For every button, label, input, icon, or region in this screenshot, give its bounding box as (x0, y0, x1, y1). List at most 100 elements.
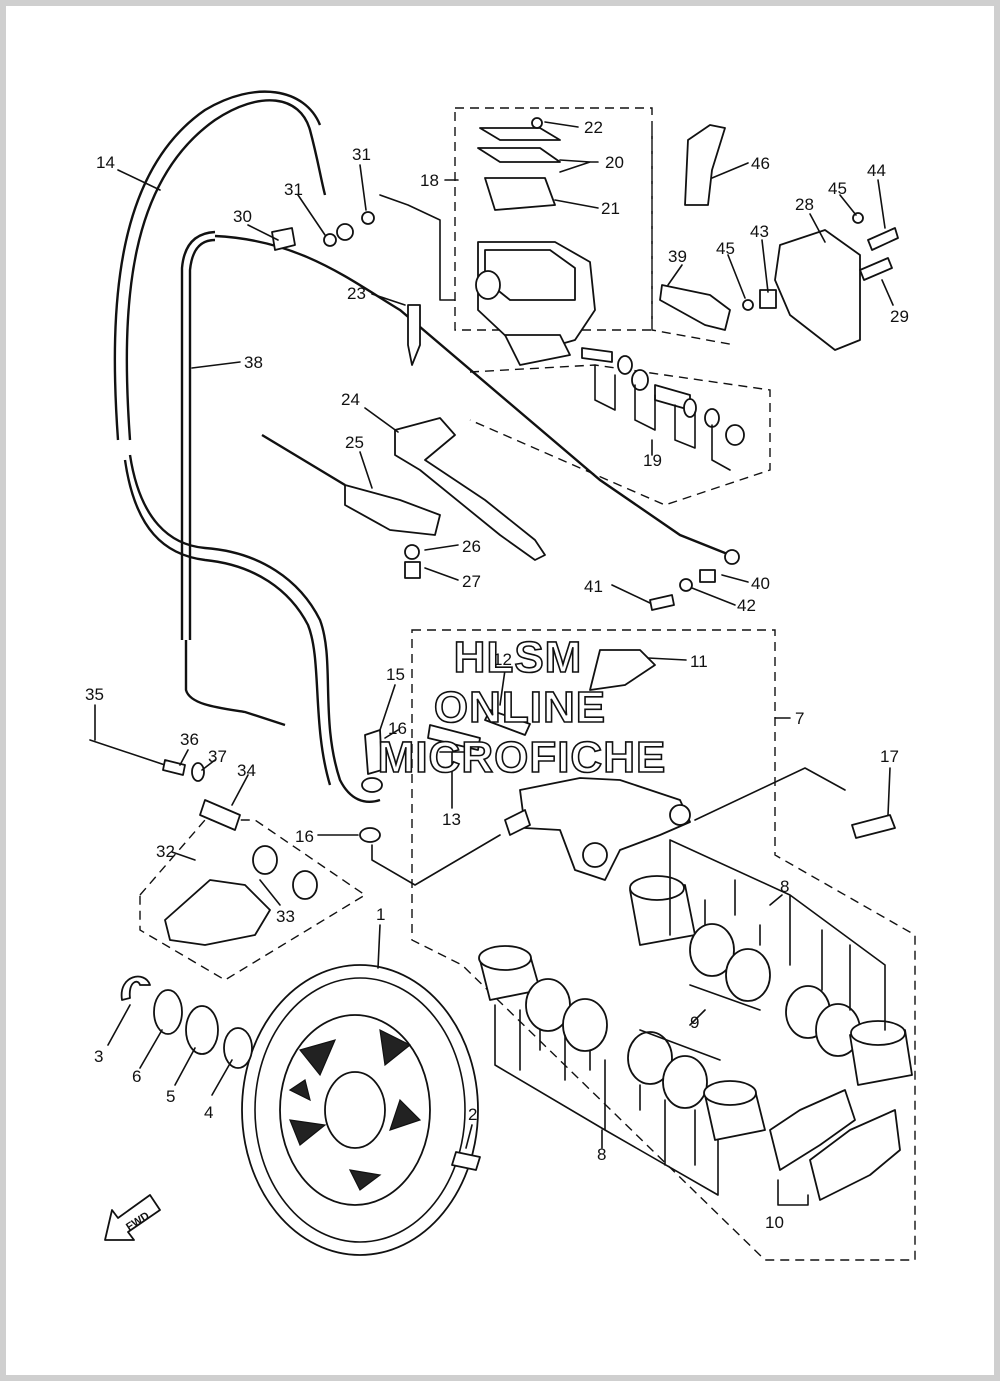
callout-38: 38 (244, 353, 263, 372)
callout-24: 24 (341, 390, 360, 409)
callout-26: 26 (462, 537, 481, 556)
callout-5: 5 (166, 1087, 175, 1106)
watermark-line-3: MICROFICHE (378, 733, 667, 782)
pads-leader (777, 1179, 809, 1206)
bushing-33-a (252, 845, 278, 875)
callout-42: 42 (737, 596, 756, 615)
caliper-body (519, 777, 691, 881)
callout-33: 33 (276, 907, 295, 926)
watermark-line-1: HLSM (454, 633, 583, 682)
key-2 (451, 1151, 481, 1171)
bushing-33-b (292, 870, 318, 900)
callout-16-a: 16 (388, 719, 407, 738)
callout-16-b: 16 (295, 827, 314, 846)
bolt-35 (89, 739, 166, 766)
pin-12 (484, 709, 531, 736)
callout-8-a: 8 (780, 877, 789, 896)
lever-assembly-25 (344, 484, 441, 536)
callout-34: 34 (237, 761, 256, 780)
callout-45-b: 45 (716, 239, 735, 258)
callout-9: 9 (690, 1013, 699, 1032)
washer-16-a (361, 777, 383, 793)
caliper-mount-hole-2 (669, 804, 691, 826)
callout-19: 19 (643, 451, 662, 470)
callout-39: 39 (668, 247, 687, 266)
fasteners-top (271, 211, 899, 611)
callout-4: 4 (204, 1103, 213, 1122)
callout-25: 25 (345, 433, 364, 452)
callout-18: 18 (420, 171, 439, 190)
spring-36 (162, 759, 186, 776)
callout-14: 14 (96, 153, 115, 172)
diaphragm-21 (484, 177, 556, 211)
callout-32: 32 (156, 842, 175, 861)
callout-6: 6 (132, 1067, 141, 1086)
plate-20 (477, 147, 561, 163)
seals-leaders (639, 984, 761, 1061)
callout-31-b: 31 (352, 145, 371, 164)
callout-13: 13 (442, 810, 461, 829)
circlip-3 (120, 975, 151, 1001)
callout-3: 3 (94, 1047, 103, 1066)
leader-lines (94, 121, 894, 1149)
collar-34 (199, 799, 241, 831)
callout-15: 15 (386, 665, 405, 684)
callout-17: 17 (880, 747, 899, 766)
watermark-line-2: ONLINE (434, 683, 606, 732)
callout-45-a: 45 (828, 179, 847, 198)
brake-pad-10-b (809, 1109, 901, 1201)
caliper-mount-hole (582, 842, 608, 868)
brake-disc-1 (241, 964, 479, 1256)
callout-44: 44 (867, 161, 886, 180)
group-box-rear-brake (139, 819, 367, 981)
hose-14-outer (113, 90, 322, 441)
callout-21: 21 (601, 199, 620, 218)
bleed-13 (427, 724, 481, 751)
callout-1: 1 (376, 905, 385, 924)
watermark: HLSM ONLINE MICROFICHE (377, 632, 667, 783)
callout-23: 23 (347, 284, 366, 303)
caliper-pistons (478, 875, 913, 1141)
callout-11: 11 (690, 652, 708, 671)
callout-40: 40 (751, 574, 770, 593)
screw-22 (531, 117, 543, 129)
callout-43: 43 (750, 222, 769, 241)
piston-kit-leaders (594, 364, 731, 471)
piston-kit-19 (581, 347, 745, 446)
callout-37: 37 (208, 747, 227, 766)
callout-20: 20 (605, 153, 624, 172)
fwd-arrow-icon: FWD (104, 1194, 161, 1241)
hose-main-lower (128, 454, 381, 803)
cap-22 (479, 127, 561, 141)
washer-37 (191, 762, 205, 782)
group-box-caliper (411, 629, 916, 1261)
group-box-piston-kit (469, 364, 771, 506)
seal-5 (185, 1005, 219, 1055)
lever-24 (394, 417, 546, 561)
pistons-upper-leaders (669, 839, 886, 1031)
callout-41: 41 (584, 577, 603, 596)
cable-long (214, 234, 731, 557)
bolt-15 (364, 729, 383, 775)
cable-38-end (184, 640, 286, 727)
callout-29: 29 (890, 307, 909, 326)
collar-4 (223, 1027, 253, 1069)
callouts: 1 2 3 4 5 6 7 8 8 9 10 11 12 13 14 15 16… (85, 118, 909, 1232)
clip-11 (589, 649, 656, 691)
callout-36: 36 (180, 730, 199, 749)
callout-12: 12 (493, 650, 512, 669)
bleed-valve (504, 809, 531, 836)
hose-14 (125, 99, 327, 441)
callout-46: 46 (751, 154, 770, 173)
master-cylinder-port (475, 270, 501, 300)
callout-2: 2 (468, 1105, 477, 1124)
group-box-master-cylinder-cap (454, 107, 653, 331)
washer-6 (153, 989, 183, 1035)
group-box-lever-bracket (651, 130, 736, 346)
lever-39 (659, 284, 731, 331)
callout-22: 22 (584, 118, 603, 137)
brake-pad-10-a (769, 1089, 856, 1171)
rear-bracket-32 (164, 879, 271, 946)
